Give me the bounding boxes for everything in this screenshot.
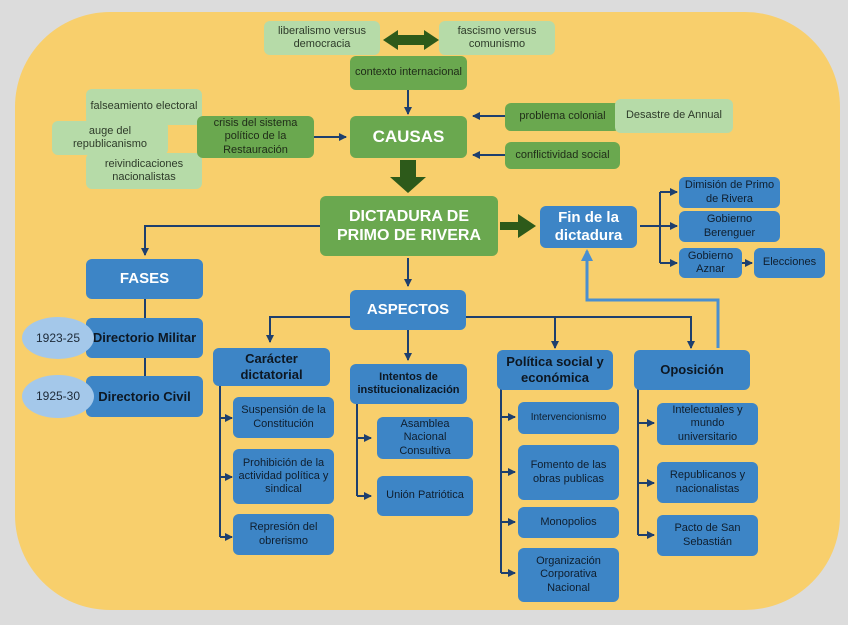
falseamiento-box: falseamiento electoral (86, 89, 202, 125)
reivindicaciones-box: reivindicaciones nacionalistas (86, 153, 202, 189)
causas-box: CAUSAS (350, 116, 467, 158)
contexto-internacional-box: contexto internacional (350, 56, 467, 90)
liberalismo-box: liberalismo versus democracia (264, 21, 380, 55)
politica-social-box: Política social y económica (497, 350, 613, 390)
fases-box: FASES (86, 259, 203, 299)
monopolios-box: Monopolios (518, 507, 619, 538)
caracter-dictatorial-box: Carácter dictatorial (213, 348, 330, 386)
directorio-civil-box: Directorio Civil (86, 376, 203, 417)
represion-box: Represión del obrerismo (233, 514, 334, 555)
conflictividad-box: conflictividad social (505, 142, 620, 169)
crisis-sistema-box: crisis del sistema político de la Restau… (197, 116, 314, 158)
suspension-box: Suspensión de la Constitución (233, 397, 334, 438)
oposicion-box: Oposición (634, 350, 750, 390)
fin-dictadura-box: Fin de la dictadura (540, 206, 637, 248)
years-oval-militar: 1923-25 (22, 317, 94, 359)
organizacion-corporativa-box: Organización Corporativa Nacional (518, 548, 619, 602)
intentos-institucionalizacion-box: Intentos de institucionalización (350, 364, 467, 404)
aznar-box: Gobierno Aznar (679, 248, 742, 278)
intelectuales-box: Intelectuales y mundo universitario (657, 403, 758, 445)
asamblea-box: Asamblea Nacional Consultiva (377, 417, 473, 459)
prohibicion-box: Prohibición de la actividad política y s… (233, 449, 334, 504)
aspectos-box: ASPECTOS (350, 290, 466, 330)
fomento-obras-box: Fomento de las obras publicas (518, 445, 619, 500)
years-oval-civil: 1925-30 (22, 375, 94, 418)
intervencionismo-box: Intervencionismo (518, 402, 619, 434)
fascismo-box: fascismo versus comunismo (439, 21, 555, 55)
pacto-san-sebastian-box: Pacto de San Sebastián (657, 515, 758, 556)
desastre-annual-box: Desastre de Annual (615, 99, 733, 133)
republicanos-box: Republicanos y nacionalistas (657, 462, 758, 503)
dimision-box: Dimisión de Primo de Rivera (679, 177, 780, 208)
dictadura-box: DICTADURA DE PRIMO DE RIVERA (320, 196, 498, 256)
problema-colonial-box: problema colonial (505, 103, 620, 131)
auge-republicanismo-box: auge del republicanismo (52, 121, 168, 155)
elecciones-box: Elecciones (754, 248, 825, 278)
directorio-militar-box: Directorio Militar (86, 318, 203, 358)
union-patriotica-box: Unión Patriótica (377, 476, 473, 516)
berenguer-box: Gobierno Berenguer (679, 211, 780, 242)
